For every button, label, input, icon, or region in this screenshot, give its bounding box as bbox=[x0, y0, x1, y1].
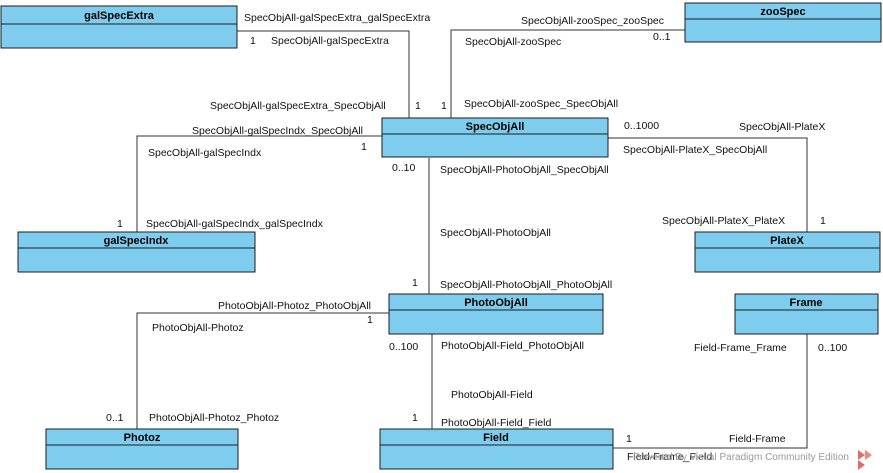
class-platex[interactable]: PlateX bbox=[694, 231, 881, 273]
class-zoospec[interactable]: zooSpec bbox=[684, 2, 882, 43]
class-name-galspecextra: galSpecExtra bbox=[84, 10, 155, 22]
class-name-platex: PlateX bbox=[770, 235, 804, 247]
association-name-label: SpecObjAll-PhotoObjAll bbox=[440, 227, 551, 239]
multiplicity-label: 1 bbox=[412, 277, 418, 289]
class-name-field: Field bbox=[483, 432, 509, 444]
multiplicity-label: 1 bbox=[117, 218, 123, 230]
role-label: SpecObjAll-galSpecExtra_SpecObjAll bbox=[210, 100, 386, 112]
role-label: SpecObjAll-galSpecIndx_SpecObjAll bbox=[192, 125, 363, 137]
association-name-label: PhotoObjAll-Field bbox=[451, 389, 533, 401]
multiplicity-label: 1 bbox=[626, 433, 632, 445]
multiplicity-label: 0..1000 bbox=[624, 120, 659, 132]
connector-specobjall-platex bbox=[608, 137, 808, 232]
class-name-zoospec: zooSpec bbox=[760, 6, 805, 18]
association-name-label: SpecObjAll-galSpecExtra bbox=[271, 35, 389, 47]
role-label: PhotoObjAll-Field_PhotoObjAll bbox=[441, 340, 584, 352]
multiplicity-label: 1 bbox=[361, 141, 367, 153]
class-specobjall[interactable]: SpecObjAll bbox=[381, 117, 609, 158]
multiplicity-label: 1 bbox=[367, 314, 373, 326]
multiplicity-label: 1 bbox=[820, 215, 826, 227]
association-name-label: SpecObjAll-PlateX bbox=[739, 121, 825, 133]
role-label: SpecObjAll-galSpecIndx_galSpecIndx bbox=[146, 218, 324, 230]
role-label: SpecObjAll-zooSpec_SpecObjAll bbox=[464, 98, 618, 110]
connector-field-frame bbox=[613, 334, 808, 449]
association-name-label: SpecObjAll-zooSpec bbox=[465, 36, 561, 48]
role-label: Field-Frame_Frame bbox=[694, 342, 787, 354]
class-name-photoobjall: PhotoObjAll bbox=[464, 297, 528, 309]
class-photoz[interactable]: Photoz bbox=[45, 428, 239, 470]
connector-photoobjall-photoz bbox=[136, 312, 389, 429]
role-label: SpecObjAll-PlateX_SpecObjAll bbox=[623, 144, 767, 156]
multiplicity-label: 0..1 bbox=[653, 31, 671, 43]
connector-specobjall-zoospec bbox=[450, 29, 685, 118]
multiplicity-label: 1 bbox=[415, 100, 421, 112]
role-label: PhotoObjAll-Photoz_PhotoObjAll bbox=[218, 300, 371, 312]
class-galspecextra[interactable]: galSpecExtra bbox=[0, 5, 238, 49]
multiplicity-label: 1 bbox=[412, 412, 418, 424]
association-name-label: PhotoObjAll-Photoz bbox=[152, 322, 244, 334]
multiplicity-label: 1 bbox=[441, 100, 447, 112]
multiplicity-label: 0..1 bbox=[106, 412, 124, 424]
class-name-photoz: Photoz bbox=[124, 432, 161, 444]
class-galspecindx[interactable]: galSpecIndx bbox=[17, 231, 256, 273]
role-label: SpecObjAll-galSpecExtra_galSpecExtra bbox=[244, 12, 430, 24]
multiplicity-label: 1 bbox=[250, 35, 256, 47]
role-label: SpecObjAll-PhotoObjAll_PhotoObjAll bbox=[440, 279, 612, 291]
visual-paradigm-logo-icon bbox=[858, 450, 872, 470]
class-name-frame: Frame bbox=[789, 297, 822, 309]
class-field[interactable]: Field bbox=[379, 428, 614, 470]
multiplicity-label: 0..100 bbox=[818, 342, 847, 354]
connector-specobjall-galspecextra bbox=[237, 30, 410, 118]
role-label: PhotoObjAll-Field_Field bbox=[441, 417, 551, 429]
watermark-text: Powered By Visual Paradigm Community Edi… bbox=[633, 452, 849, 463]
multiplicity-label: 0..10 bbox=[392, 162, 416, 174]
multiplicity-label: 0..100 bbox=[389, 341, 418, 353]
role-label: SpecObjAll-PlateX_PlateX bbox=[662, 215, 785, 227]
class-frame[interactable]: Frame bbox=[734, 293, 879, 335]
class-name-specobjall: SpecObjAll bbox=[466, 121, 525, 133]
role-label: PhotoObjAll-Photoz_Photoz bbox=[149, 412, 279, 424]
connector-specobjall-galspecindx bbox=[136, 135, 382, 232]
class-photoobjall[interactable]: PhotoObjAll bbox=[388, 293, 604, 335]
role-label: Field-Frame_Field bbox=[627, 451, 712, 463]
association-name-label: Field-Frame bbox=[729, 433, 786, 445]
class-name-galspecindx: galSpecIndx bbox=[104, 235, 170, 247]
role-label: SpecObjAll-PhotoObjAll_SpecObjAll bbox=[440, 164, 609, 176]
role-label: SpecObjAll-zooSpec_zooSpec bbox=[521, 15, 664, 27]
association-name-label: SpecObjAll-galSpecIndx bbox=[148, 147, 262, 159]
